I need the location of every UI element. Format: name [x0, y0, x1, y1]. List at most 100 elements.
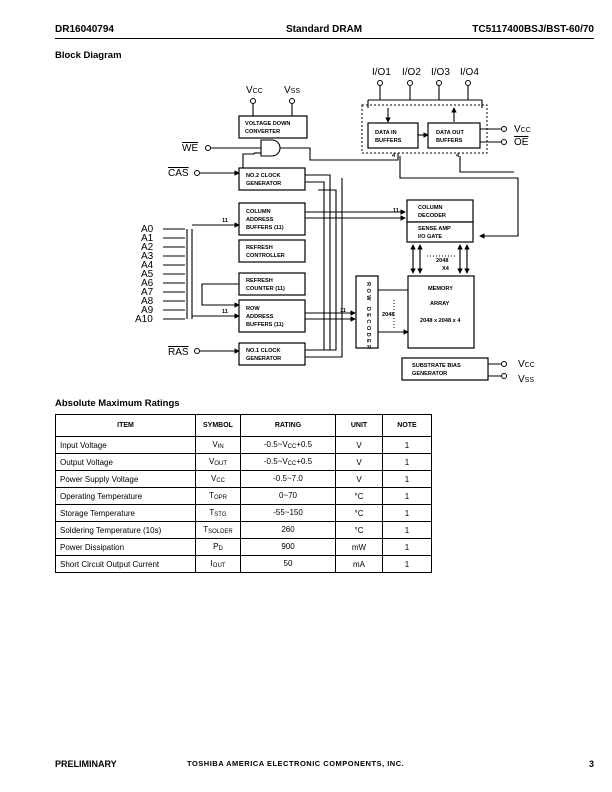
address-pin-label: A2 [141, 242, 154, 253]
block-label: DATA IN [375, 130, 397, 136]
item-cell: Short Circuit Output Current [55, 555, 196, 573]
address-pin-label: A10 [135, 314, 153, 325]
ras-pin-label: RAS [168, 347, 189, 358]
symbol-cell: TOPR [195, 487, 241, 505]
column-header: UNIT [335, 414, 383, 437]
data-in-buffers-block [367, 122, 419, 149]
vcc-pin-label: VCC [518, 359, 535, 370]
rating-cell: -0.5~VCC+0.5 [240, 436, 336, 454]
block-label: MEMORY [428, 286, 453, 292]
address-pin-label: A6 [141, 278, 154, 289]
block-label: CONTROLLER [246, 253, 285, 259]
block-label: REFRESH [246, 245, 273, 251]
unit-cell: V [335, 453, 383, 471]
rating-cell: -0.5~7.0 [240, 470, 336, 488]
symbol-cell: TSTG [195, 504, 241, 522]
bus-width-label: 11 [340, 308, 346, 314]
bus-width-label: 11 [222, 309, 228, 315]
block-label: BUFFERS [436, 138, 463, 144]
note-cell: 1 [382, 504, 432, 522]
block-label: ADDRESS [246, 314, 274, 320]
dimension-label: 2048 [436, 258, 448, 264]
block-label: COUNTER (11) [246, 286, 285, 292]
doc-id: DR16040794 [55, 24, 114, 35]
block-label: NO.2 CLOCK [246, 173, 281, 179]
footer-status: PRELIMINARY [55, 759, 117, 769]
bus-width-label: 4 [392, 153, 396, 159]
bus-width-label: 4 [456, 153, 460, 159]
block-label: BUFFERS [375, 138, 402, 144]
footer-company: TOSHIBA AMERICA ELECTRONIC COMPONENTS, I… [187, 759, 405, 768]
bus-width-label: 11 [222, 218, 228, 224]
symbol-cell: TSOLDER [195, 521, 241, 539]
address-pin-label: A7 [141, 287, 154, 298]
io-pin-label: I/O1 [372, 67, 391, 78]
block-label: CONVERTER [245, 129, 280, 135]
dimension-label: X4 [442, 266, 450, 272]
vss-pin-label: VSS [518, 374, 534, 385]
unit-cell: °C [335, 487, 383, 505]
unit-cell: mA [335, 555, 383, 573]
header-rule [55, 38, 594, 39]
block-label: ROW DECODER [365, 282, 371, 352]
block-label: DECODER [418, 213, 446, 219]
page-number: 3 [588, 759, 594, 769]
block-label: ARRAY [430, 301, 450, 307]
symbol-cell: VOUT [195, 453, 241, 471]
oe-pin-label: OE [514, 137, 529, 148]
unit-cell: mW [335, 538, 383, 556]
block-label: GENERATOR [412, 371, 447, 377]
block-diagram: I/O1 I/O2 I/O3 I/O4 VCC VSS VOLTAGE DOWN… [135, 67, 535, 385]
refresh-controller-block [238, 239, 306, 263]
block-label: SENSE AMP [418, 226, 451, 232]
substrate-bias-generator-block [401, 357, 489, 381]
io-pin-label: I/O2 [402, 67, 421, 78]
column-header: NOTE [382, 414, 432, 437]
address-pin-label: A4 [141, 260, 154, 271]
block-diagram-heading: Block Diagram [55, 50, 122, 61]
rating-cell: 260 [240, 521, 336, 539]
item-cell: Operating Temperature [55, 487, 196, 505]
item-cell: Storage Temperature [55, 504, 196, 522]
symbol-cell: IOUT [195, 555, 241, 573]
symbol-cell: VCC [195, 470, 241, 488]
block-label: COLUMN [246, 209, 271, 215]
column-header: ITEM [55, 414, 196, 437]
and-gate [260, 139, 281, 157]
clock-generator-1-block [238, 342, 306, 366]
rating-cell: 0~70 [240, 487, 336, 505]
item-cell: Power Dissipation [55, 538, 196, 556]
io-pin-label: I/O4 [460, 67, 479, 78]
symbol-cell: PD [195, 538, 241, 556]
note-cell: 1 [382, 521, 432, 539]
rating-cell: -0.5~VCC+0.5 [240, 453, 336, 471]
block-label: SUBSTRATE BIAS [412, 363, 461, 369]
row-address-buffers-block [238, 299, 306, 333]
row-decoder-block [355, 275, 379, 349]
doc-title: Standard DRAM [286, 24, 363, 35]
ratings-table: ITEM SYMBOL RATING UNIT NOTE Input Volta… [55, 414, 432, 573]
bus-width-label: 11 [393, 208, 399, 214]
io-pin-label: I/O3 [431, 67, 450, 78]
block-label: COLUMN [418, 205, 443, 211]
block-label: BUFFERS (11) [246, 225, 284, 231]
block-label: 2048 x 2048 x 4 [420, 318, 461, 324]
cas-pin-label: CAS [168, 168, 189, 179]
block-label: GENERATOR [246, 181, 281, 187]
block-label: REFRESH [246, 278, 273, 284]
note-cell: 1 [382, 555, 432, 573]
block-label: BUFFERS (11) [246, 322, 284, 328]
unit-cell: V [335, 470, 383, 488]
unit-cell: V [335, 436, 383, 454]
block-label: DATA OUT [436, 130, 464, 136]
vcc-pin-label: VCC [246, 85, 263, 96]
unit-cell: °C [335, 521, 383, 539]
address-pins: A0 A1 A2 A3 A4 A5 A6 A7 A8 A9 A10 11 11 [135, 218, 240, 325]
column-address-buffers-block [238, 202, 306, 236]
